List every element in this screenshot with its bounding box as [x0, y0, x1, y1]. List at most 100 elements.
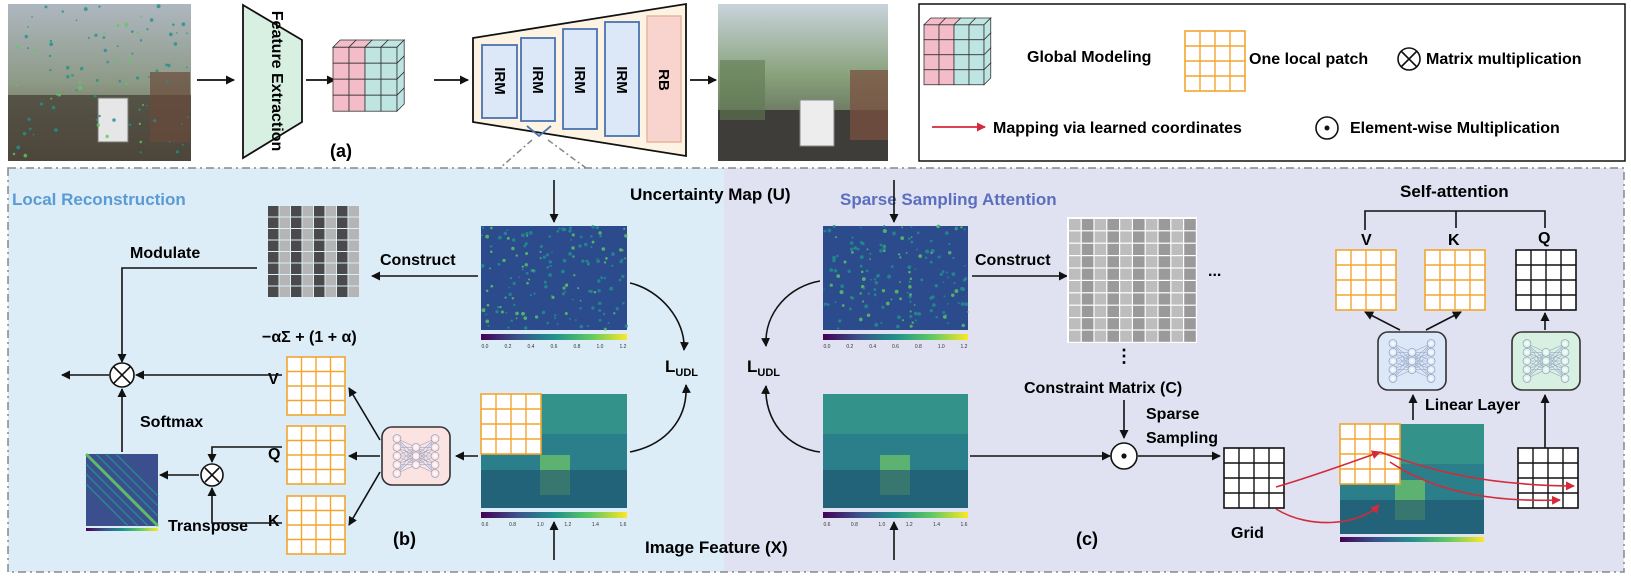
- uncertainty-speck: [529, 231, 533, 235]
- uncertainty-speck: [586, 261, 590, 265]
- constraint-cell: [1094, 281, 1107, 293]
- uncertainty-speck: [98, 114, 101, 118]
- v-matrix-sparse: [1335, 249, 1397, 311]
- network-node: [392, 451, 402, 461]
- network-edge: [1526, 352, 1547, 379]
- uncertainty-speck: [525, 252, 529, 256]
- uncertainty-speck: [960, 226, 963, 229]
- uncertainty-speck: [548, 260, 552, 264]
- uncertainty-speck: [168, 32, 173, 37]
- uncertainty-speck: [571, 233, 575, 237]
- q-label-local: Q: [268, 446, 280, 463]
- uncertainty-speck: [139, 151, 142, 154]
- uncertainty-speck: [87, 37, 90, 40]
- constraint-cell: [1120, 268, 1132, 280]
- modulation-cell: [325, 286, 336, 297]
- irm-block-2: IRM: [520, 37, 556, 122]
- uncertainty-speck: [515, 311, 519, 316]
- uncertainty-speck: [481, 308, 486, 313]
- constraint-cell: [1158, 231, 1171, 243]
- uncertainty-speck: [954, 289, 959, 293]
- matmul-node-top: [109, 362, 135, 388]
- network-node: [392, 434, 402, 443]
- uncertainty-speck: [172, 23, 175, 26]
- constraint-cell: [1145, 330, 1158, 342]
- modulation-cell: [325, 206, 336, 217]
- uncertainty-speck: [54, 128, 58, 132]
- network-edge: [415, 438, 436, 465]
- cube-face-cell: [364, 94, 382, 112]
- uncertainty-speck: [78, 81, 81, 84]
- cube-face-cell: [953, 69, 970, 86]
- uncertainty-speck: [934, 283, 939, 288]
- constraint-cell: [1120, 219, 1132, 231]
- network-node: [1522, 347, 1532, 357]
- modulation-cell: [325, 217, 336, 228]
- uncertainty-speck: [583, 242, 588, 247]
- uncertainty-speck: [480, 234, 484, 237]
- uncertainty-speck: [512, 281, 516, 286]
- uncertainty-speck: [485, 234, 490, 239]
- uncertainty-speck: [186, 32, 188, 35]
- constraint-cell: [1069, 243, 1081, 255]
- uncertainty-speck: [859, 292, 862, 295]
- uncertainty-speck: [894, 289, 899, 294]
- modulation-cell: [314, 275, 325, 286]
- uncertainty-speck: [598, 231, 602, 235]
- attention-band: [85, 483, 129, 527]
- uncertainty-speck: [57, 93, 61, 97]
- uncertainty-speck: [48, 54, 52, 58]
- constraint-cell: [1171, 330, 1183, 342]
- uncertainty-speck: [44, 5, 48, 9]
- uncertainty-speck: [865, 269, 869, 273]
- uncertainty-speck: [15, 84, 18, 87]
- constraint-cell: [1184, 293, 1196, 305]
- modulation-cell: [348, 275, 359, 286]
- uncertainty-speck: [75, 19, 78, 22]
- constraint-cell: [1171, 293, 1183, 305]
- uncertainty-speck: [487, 324, 490, 327]
- arrow-net-to-k: [348, 471, 381, 526]
- constraint-cell: [1107, 305, 1119, 317]
- uncertainty-speck: [66, 75, 70, 79]
- zoom-line-left: [499, 139, 533, 169]
- constraint-cell: [1184, 219, 1196, 231]
- uncertainty-speck: [551, 295, 555, 299]
- uncertainty-speck: [489, 267, 492, 270]
- uncertainty-speck: [823, 302, 827, 306]
- uncertainty-speck: [873, 278, 877, 281]
- uncertainty-speck: [485, 289, 489, 293]
- uncertainty-speck: [181, 143, 184, 146]
- feature-cube: [332, 39, 406, 113]
- uncertainty-speck: [579, 235, 583, 239]
- uncertainty-speck: [510, 319, 513, 322]
- modulation-cell: [302, 275, 313, 286]
- uncertainty-speck: [523, 244, 527, 248]
- uncertainty-speck: [27, 117, 31, 121]
- uncertainty-speck: [544, 284, 548, 289]
- constraint-cell: [1171, 256, 1183, 268]
- colorbar-tick-label: 1.2: [906, 522, 913, 528]
- constraint-cell: [1133, 256, 1145, 268]
- cube-face-cell: [348, 46, 366, 64]
- uncertainty-speck: [490, 284, 494, 288]
- constraint-cell: [1094, 231, 1107, 243]
- modulation-cell: [268, 217, 279, 228]
- uncertainty-speck: [114, 57, 118, 61]
- uncertainty-speck: [944, 231, 949, 235]
- uncertainty-speck: [526, 234, 529, 237]
- colorbar-tick-label: 0.4: [528, 344, 535, 350]
- modulation-cell: [325, 263, 336, 274]
- uncertainty-speck: [841, 304, 845, 307]
- uncertainty-speck: [579, 307, 582, 310]
- uncertainty-speck: [568, 252, 572, 256]
- modulation-cell: [337, 229, 348, 240]
- network-node: [1522, 365, 1532, 375]
- uncertainty-speck: [611, 252, 615, 257]
- modulation-cell: [279, 217, 290, 228]
- ellipsis-vertical: ⋮: [1115, 346, 1133, 366]
- mapped-grid: [1517, 447, 1579, 509]
- modulation-cell: [279, 275, 290, 286]
- uncertainty-speck: [885, 301, 890, 306]
- modulation-cell: [279, 206, 290, 217]
